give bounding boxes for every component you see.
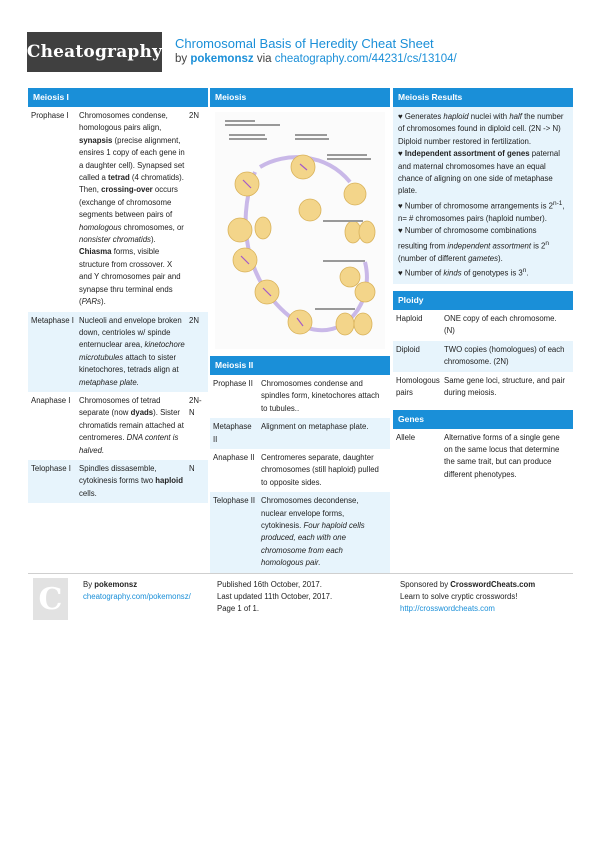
table-row: Haploid ONE copy of each chromosome. (N) [393, 310, 573, 341]
byline-via: via [256, 53, 272, 65]
heart-icon: ♥ [398, 112, 403, 121]
row-term: Telophase II [213, 496, 256, 506]
published-date: Published 16th October, 2017. [217, 580, 322, 589]
sponsor-tagline: Learn to solve cryptic crosswords! [400, 592, 518, 601]
byline-by: by [175, 53, 188, 65]
column-3: Meiosis Results ♥ Generates haploid nucl… [393, 88, 573, 491]
table-row: Metaphase II Alignment on metaphase plat… [210, 418, 390, 450]
meiosis-results-heading: Meiosis Results [393, 88, 573, 107]
results-list: ♥ Generates haploid nuclei with half the… [393, 107, 573, 285]
row-ploidy: 2N [189, 111, 199, 120]
ploidy-box: Ploidy Haploid ONE copy of each chromoso… [393, 291, 573, 402]
meiosis-1-heading: Meiosis I [28, 88, 208, 107]
footer-author-name[interactable]: pokemonsz [94, 580, 138, 589]
heart-icon: ♥ [398, 226, 403, 236]
footer-author-link[interactable]: cheatography.com/pokemonsz/ [83, 592, 191, 601]
row-term: Haploid [396, 314, 423, 324]
row-ploidy: 2N [189, 315, 199, 325]
table-row: Prophase II Chromosomes condense and spi… [210, 375, 390, 418]
updated-date: Last updated 11th October, 2017. [217, 592, 333, 601]
row-term: Metaphase II [213, 422, 252, 444]
table-row: Anaphase II Centromeres separate, daught… [210, 449, 390, 492]
row-term: Anaphase II [213, 453, 255, 463]
heart-icon: ♥ [398, 201, 403, 211]
footer-author: By pokemonsz cheatography.com/pokemonsz/ [83, 580, 191, 601]
column-1: Meiosis I Prophase I Chromosomes condens… [28, 88, 208, 510]
meiosis-1-box: Meiosis I Prophase I Chromosomes condens… [28, 88, 208, 504]
row-term: Diploid [396, 344, 420, 354]
row-desc: Chromosomes of tetrad separate (now dyad… [79, 395, 184, 455]
page-title: Chromosomal Basis of Heredity Cheat Shee… [175, 36, 434, 51]
footer: C By pokemonsz cheatography.com/pokemons… [28, 573, 573, 626]
genes-box: Genes Allele Alternative forms of a sing… [393, 409, 573, 485]
meiosis-2-heading: Meiosis II [210, 356, 390, 375]
footer-dates: Published 16th October, 2017. Last updat… [217, 579, 332, 615]
meiosis-results-box: Meiosis Results ♥ Generates haploid nucl… [393, 88, 573, 285]
meiosis-box: Meiosis [210, 88, 390, 349]
row-desc: Chromosomes condense and spindles form, … [261, 379, 380, 413]
sheet-url-link[interactable]: cheatography.com/44231/cs/13104/ [274, 53, 457, 65]
meiosis-cycle-diagram [215, 112, 385, 349]
row-desc: Nucleoli and envelope broken down, centr… [79, 315, 185, 387]
row-desc: Alignment on metaphase plate. [261, 422, 369, 432]
table-row: Prophase I Chromosomes condense, homolog… [28, 107, 208, 312]
row-desc: TWO copies (homologues) of each chromoso… [444, 344, 565, 367]
row-term: Homologous pairs [396, 375, 440, 398]
table-row: Homologous pairs Same gene loci, structu… [393, 372, 573, 403]
author-link[interactable]: pokemonsz [190, 53, 254, 65]
row-term: Telophase I [31, 463, 71, 473]
byline: by pokemonsz via cheatography.com/44231/… [175, 53, 457, 65]
list-item: ♥ Number of kinds of genotypes is 3n. [398, 267, 529, 278]
list-item: ♥ Generates haploid nuclei with half the… [398, 112, 564, 146]
table-row: Anaphase I Chromosomes of tetrad separat… [28, 392, 208, 460]
table-row: Allele Alternative forms of a single gen… [393, 429, 573, 485]
row-desc: ONE copy of each chromosome. (N) [444, 314, 557, 336]
page-count: Page 1 of 1. [217, 604, 260, 613]
genes-heading: Genes [393, 409, 573, 429]
row-term: Anaphase I [31, 395, 71, 405]
row-ploidy: 2N-N [189, 395, 202, 418]
row-desc: Alternative forms of a single gene on th… [444, 432, 560, 479]
row-desc: Chromosomes decondense, nuclear envelope… [261, 496, 365, 568]
row-ploidy: N [189, 463, 195, 473]
heart-icon: ♥ [398, 149, 403, 159]
meiosis-heading: Meiosis [210, 88, 390, 107]
table-row: Diploid TWO copies (homologues) of each … [393, 340, 573, 372]
row-term: Prophase II [213, 379, 253, 388]
list-item: ♥ Independent assortment of genes patern… [398, 149, 560, 196]
ploidy-heading: Ploidy [393, 291, 573, 311]
header: Cheatography Chromosomal Basis of Heredi… [0, 0, 600, 80]
row-term: Allele [396, 432, 416, 442]
row-desc: Centromeres separate, daughter chromosom… [261, 453, 379, 487]
column-2: Meiosis [210, 88, 390, 580]
row-desc: Chromosomes condense, homologous pairs a… [79, 111, 185, 307]
heart-icon: ♥ [398, 268, 403, 278]
footer-sponsor: Sponsored by CrosswordCheats.com Learn t… [400, 580, 536, 613]
meiosis-diagram-icon [215, 112, 385, 349]
meiosis-2-box: Meiosis II Prophase II Chromosomes conde… [210, 356, 390, 573]
table-row: Telophase II Chromosomes decondense, nuc… [210, 492, 390, 573]
row-desc: Spindles dissasemble, cytokinesis forms … [79, 463, 183, 498]
list-item: ♥ Number of chromosome combinations resu… [398, 226, 550, 263]
row-term: Prophase I [31, 111, 69, 120]
row-term: Metaphase I [31, 315, 74, 325]
sponsor-name[interactable]: CrosswordCheats.com [450, 580, 536, 589]
row-desc: Same gene loci, structure, and pair duri… [444, 375, 565, 398]
list-item: ♥ Number of chromosome arrangements is 2… [398, 199, 565, 223]
author-avatar[interactable]: C [33, 578, 68, 620]
sponsor-link[interactable]: http://crosswordcheats.com [400, 604, 495, 613]
table-row: Metaphase I Nucleoli and envelope broken… [28, 311, 208, 392]
cheatography-logo[interactable]: Cheatography [27, 32, 162, 72]
table-row: Telophase I Spindles dissasemble, cytoki… [28, 459, 208, 504]
